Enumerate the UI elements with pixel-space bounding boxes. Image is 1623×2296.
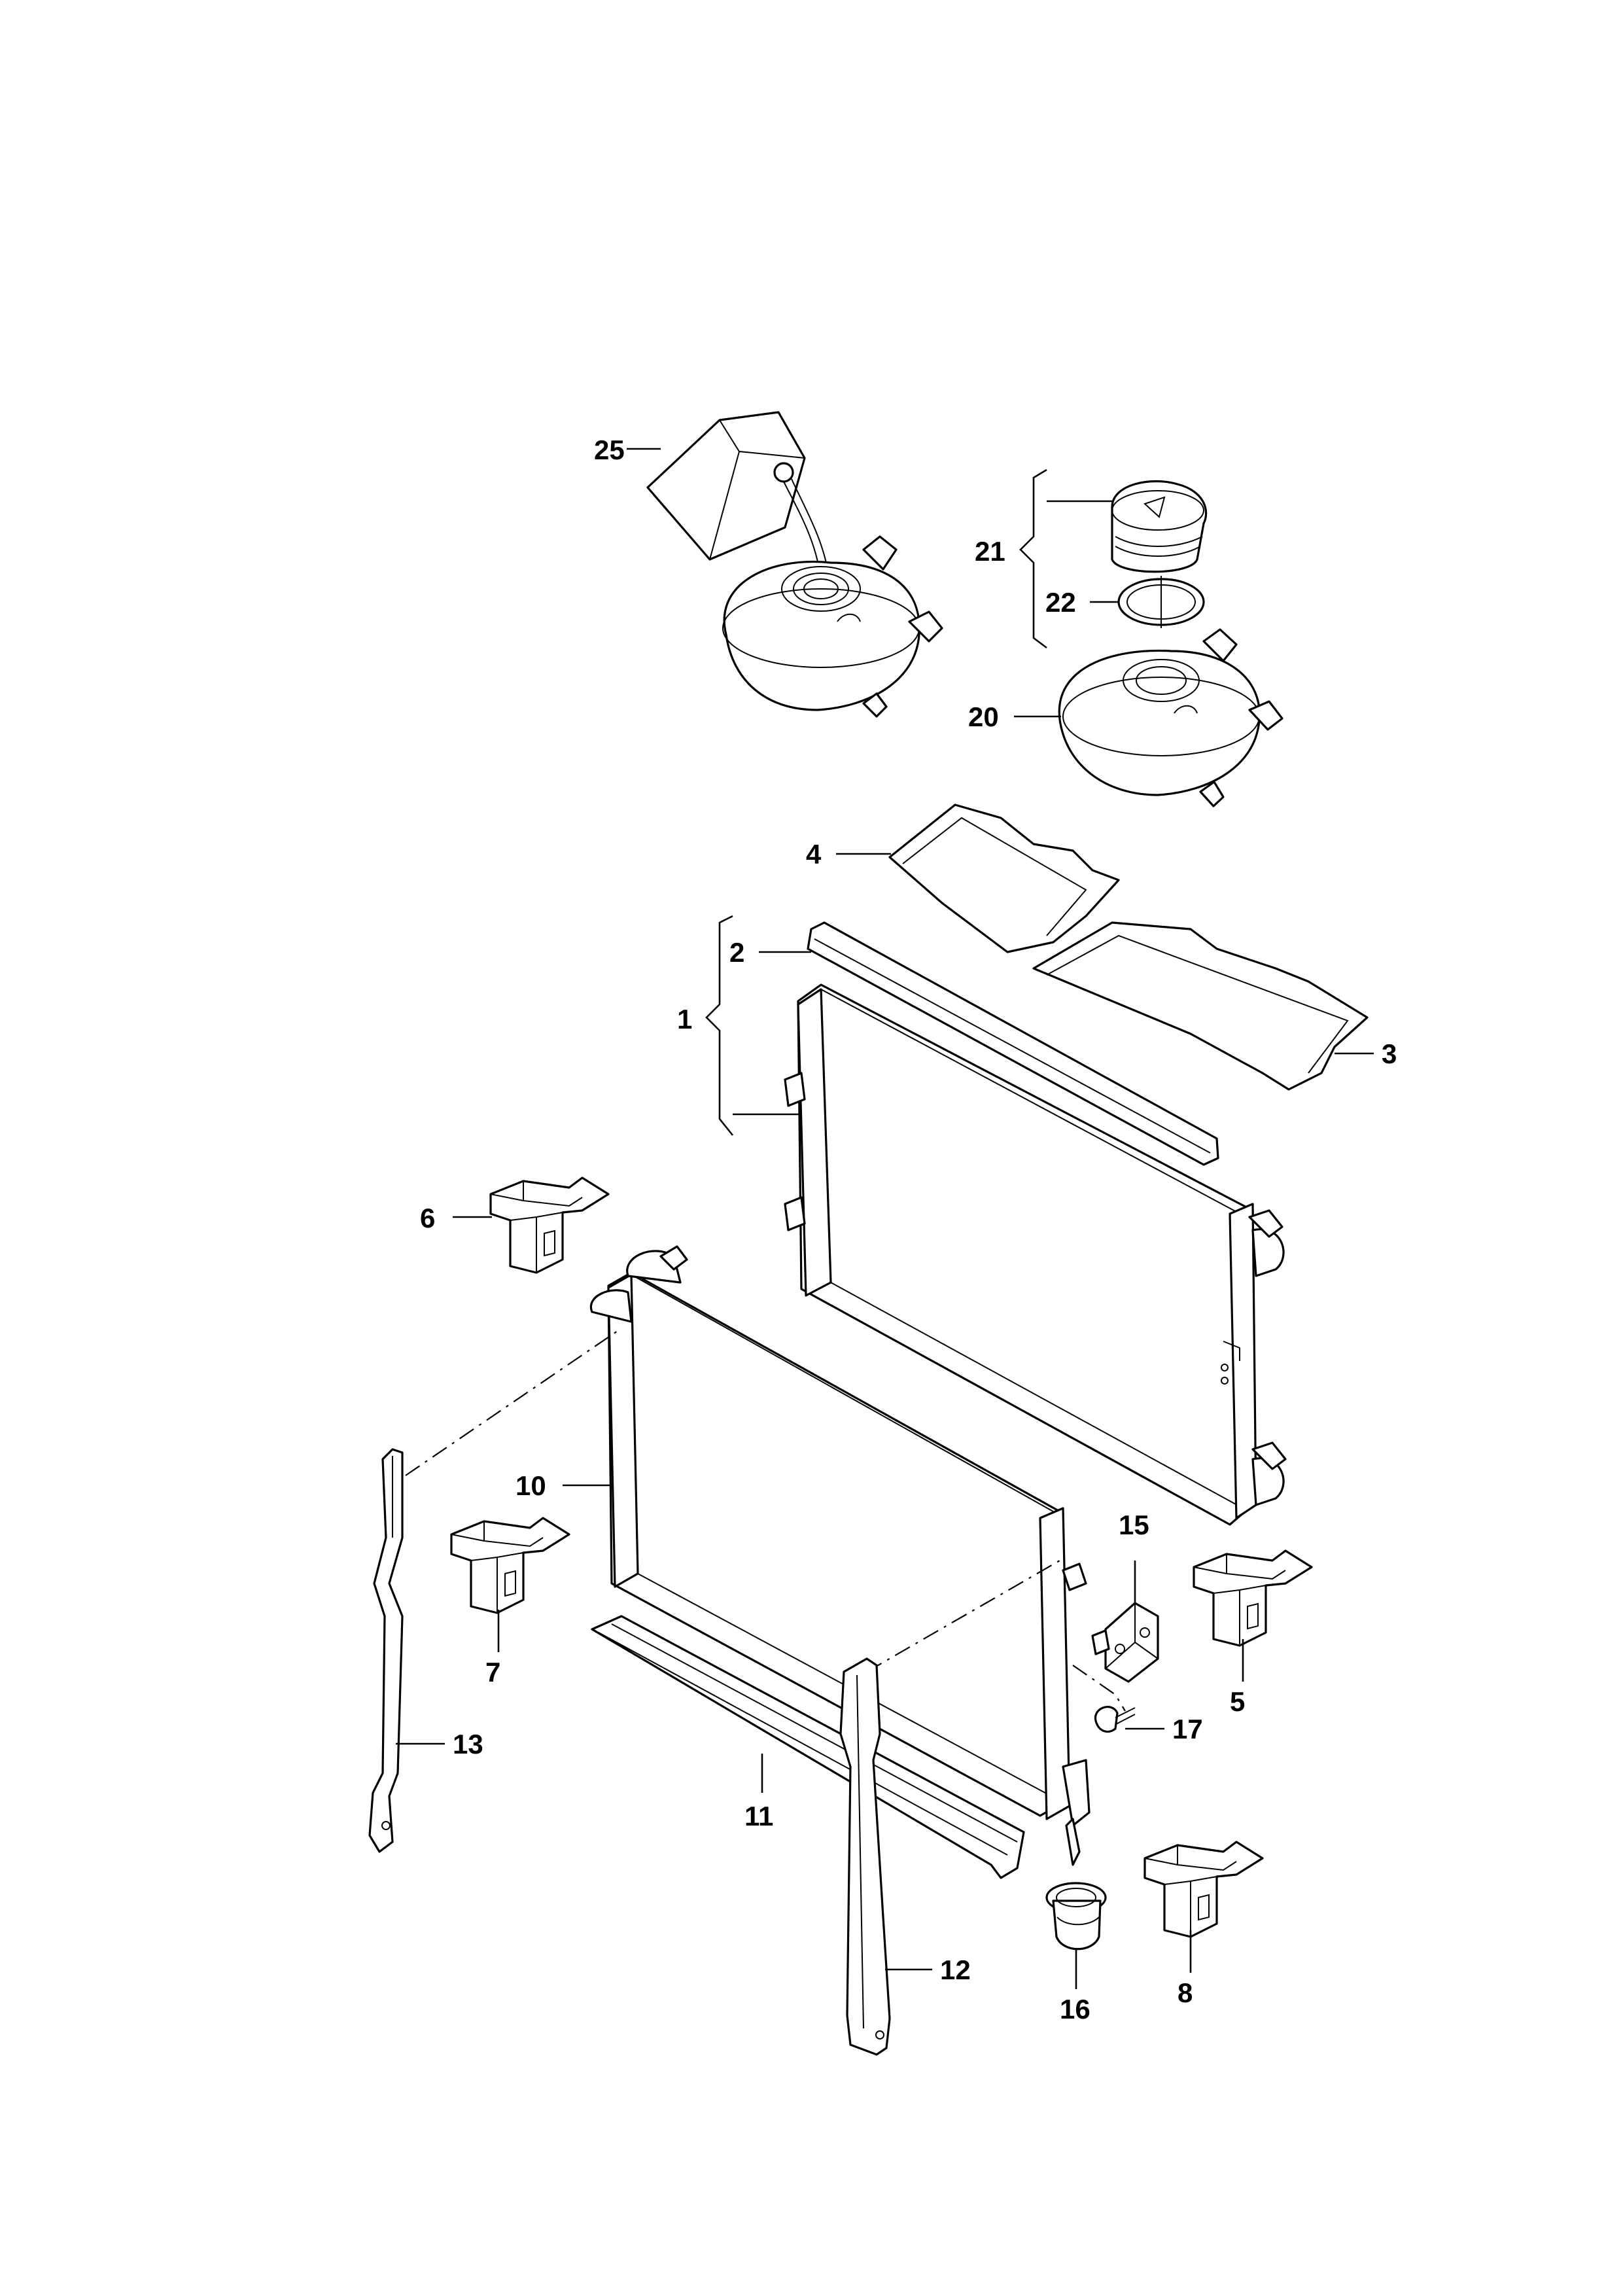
radiator-1	[784, 983, 1287, 1526]
seal-strip-11	[591, 1615, 1025, 1879]
air-guide-4	[888, 804, 1120, 953]
callout-21: 21	[975, 536, 1005, 567]
radiator-10	[589, 1245, 1091, 1866]
drain-plug-16	[1045, 1882, 1107, 1951]
sensor-15	[1091, 1602, 1159, 1683]
callout-11: 11	[744, 1801, 773, 1831]
callout-20: 20	[968, 701, 999, 732]
expansion-tank-20	[1058, 628, 1283, 807]
callout-12: 12	[940, 1954, 971, 1985]
callout-4: 4	[806, 839, 822, 870]
bracket-8	[450, 1517, 570, 1614]
alignment-line-12	[866, 1560, 1060, 1672]
callout-15: 15	[1119, 1510, 1149, 1540]
coolant-container-25	[646, 411, 830, 583]
callout-3: 3	[1382, 1038, 1397, 1069]
callout-17: 17	[1172, 1714, 1203, 1744]
callout-13: 13	[453, 1729, 483, 1759]
callout-1: 1	[677, 1004, 692, 1034]
callout-22: 22	[1045, 587, 1076, 618]
bracket-7	[1143, 1841, 1264, 1938]
side-seal-12	[839, 1657, 891, 2056]
bracket-6	[489, 1176, 610, 1274]
air-guide-3	[1032, 921, 1369, 1091]
callout-6: 6	[420, 1203, 435, 1233]
callout-5: 5	[1230, 1686, 1245, 1717]
callout-10: 10	[515, 1470, 546, 1501]
screw-17	[1094, 1706, 1136, 1733]
callout-16: 16	[1060, 1994, 1091, 2024]
cap-21	[1111, 480, 1208, 573]
bracket-5	[1193, 1549, 1313, 1647]
callout-7: 8	[1178, 1977, 1193, 2008]
expansion-tank-with-container	[722, 535, 943, 718]
alignment-line-13	[405, 1328, 622, 1476]
callout-25: 25	[594, 434, 625, 465]
callout-2: 2	[729, 937, 744, 968]
side-seal-13	[368, 1448, 404, 1853]
seal-strip-2	[807, 921, 1219, 1166]
callout-8: 7	[485, 1657, 500, 1687]
